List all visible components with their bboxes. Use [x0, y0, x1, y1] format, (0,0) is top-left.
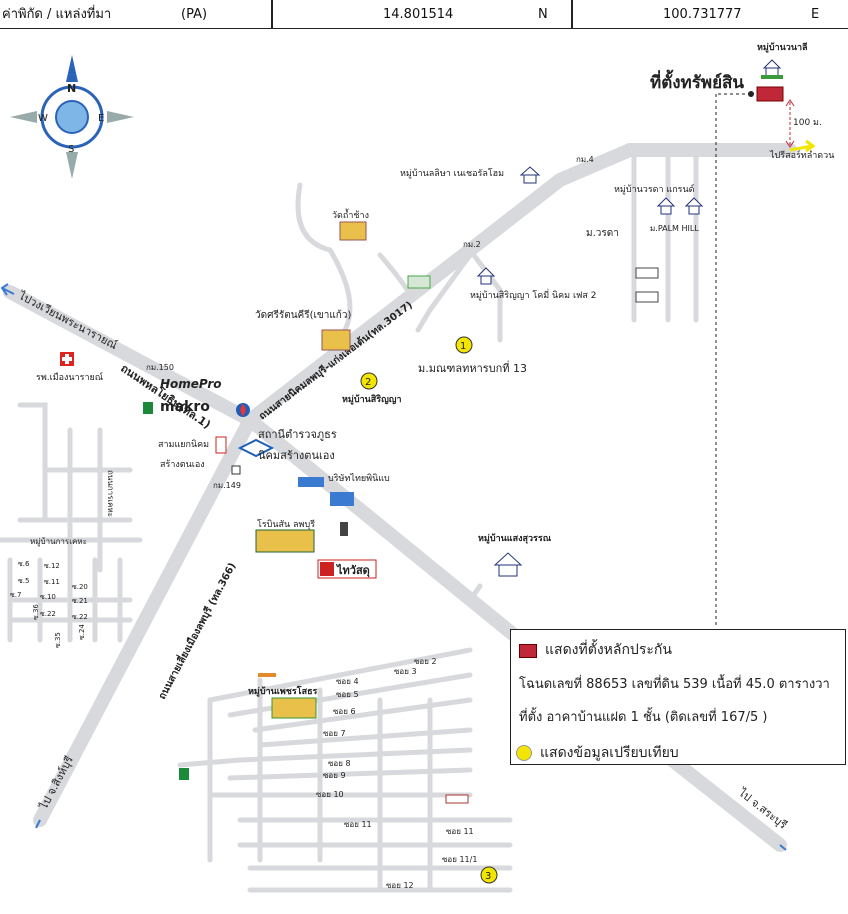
svg-text:หมู่บ้านสิริญญา โคมี่ นิคม เฟส: หมู่บ้านสิริญญา โคมี่ นิคม เฟส 2 [470, 288, 597, 301]
svg-text:ซ.12: ซ.12 [44, 562, 60, 570]
svg-text:ซ.22: ซ.22 [40, 610, 56, 618]
svg-text:ซ.11: ซ.11 [44, 578, 60, 586]
location-map: N S W E 100 ม. ที่ตั้งทรัพย์สิน หมู่บ้าน… [0, 42, 834, 893]
target-location: 100 ม. ที่ตั้งทรัพย์สิน หมู่บ้านวนาลี [650, 42, 822, 628]
svg-text:ซอย 4: ซอย 4 [336, 677, 359, 686]
svg-text:2: 2 [365, 377, 371, 388]
latitude-suffix: N [538, 7, 548, 22]
svg-text:บริษัทไทยพินิแบ: บริษัทไทยพินิแบ [328, 473, 390, 484]
svg-text:กม.4: กม.4 [576, 155, 594, 164]
svg-text:ซอย 9: ซอย 9 [323, 771, 346, 780]
legend-comparison: แสดงข้อมูลเปรียบเทียบ [516, 742, 679, 764]
svg-text:ซอย 11/1: ซอย 11/1 [442, 855, 477, 864]
svg-text:ซ.5: ซ.5 [18, 577, 29, 585]
svg-text:N: N [67, 82, 76, 95]
svg-text:หมู่บ้านสิริญญา: หมู่บ้านสิริญญา [342, 394, 402, 405]
svg-text:หมู่บ้านวนาลี: หมู่บ้านวนาลี [757, 42, 808, 53]
legend-deed-line: โฉนดเลขที่ 88653 เลขที่ดิน 539 เนื้อที่ … [519, 677, 830, 692]
svg-text:สถานีตำรวจภูธร: สถานีตำรวจภูธร [258, 428, 337, 441]
svg-text:ซอย 7: ซอย 7 [323, 729, 346, 738]
coordinate-label: ค่าพิกัด / แหล่งที่มา [2, 7, 112, 22]
svg-text:ซ.21: ซ.21 [72, 597, 88, 605]
svg-text:ซ.24: ซ.24 [78, 624, 86, 640]
svg-text:E: E [98, 113, 104, 124]
svg-text:ซอย 10: ซอย 10 [316, 790, 344, 799]
svg-text:ซอย 11: ซอย 11 [344, 820, 372, 829]
coordinate-source: (PA) [181, 7, 208, 22]
svg-text:ซอย 5: ซอย 5 [336, 690, 359, 699]
svg-text:ม.มณฑลทหารบกที่ 13: ม.มณฑลทหารบกที่ 13 [418, 360, 527, 375]
homepro-logo: HomePro [160, 377, 222, 391]
svg-text:S: S [68, 144, 74, 155]
svg-text:W: W [38, 113, 48, 124]
svg-text:หมู่บ้านวรดา แกรนด์: หมู่บ้านวรดา แกรนด์ [614, 183, 695, 195]
svg-text:100 ม.: 100 ม. [793, 118, 822, 128]
target-title: ที่ตั้งทรัพย์สิน [650, 69, 744, 93]
svg-text:กม.2: กม.2 [463, 240, 481, 249]
svg-text:ซอย 2: ซอย 2 [414, 657, 437, 666]
legend-collateral: แสดงที่ตั้งหลักประกัน [519, 639, 672, 661]
svg-text:สร้างตนเอง: สร้างตนเอง [160, 459, 205, 470]
svg-text:วัดถ้ำช้าง: วัดถ้ำช้าง [332, 208, 369, 221]
svg-text:ซอย 8: ซอย 8 [328, 759, 351, 768]
svg-text:ม.วรดา: ม.วรดา [586, 228, 619, 239]
svg-text:กม.150: กม.150 [146, 363, 174, 372]
svg-text:ซ.6: ซ.6 [18, 560, 30, 568]
target-marker [756, 86, 784, 102]
svg-text:ซ.10: ซ.10 [40, 593, 56, 601]
compass-icon: N S W E [10, 55, 134, 179]
coordinate-header: ค่าพิกัด / แหล่งที่มา (PA) 14.801514 N 1… [0, 0, 848, 29]
svg-text:ไปวงเวียนพระนารายณ์: ไปวงเวียนพระนารายณ์ [16, 289, 120, 352]
svg-text:กม.149: กม.149 [213, 481, 241, 490]
svg-text:ซ.22: ซ.22 [72, 613, 88, 621]
svg-text:ซอย 12: ซอย 12 [386, 881, 414, 890]
svg-text:หมู่บ้านเพชรโสธร: หมู่บ้านเพชรโสธร [248, 685, 318, 697]
longitude-suffix: E [811, 7, 820, 22]
minor-roads [0, 147, 699, 893]
comparison-swatch [516, 745, 532, 761]
svg-text:หมู่บ้านแสงสุวรรณ: หมู่บ้านแสงสุวรรณ [478, 533, 552, 544]
svg-text:ซอย 3: ซอย 3 [394, 667, 417, 676]
svg-text:ซอย 11: ซอย 11 [446, 827, 474, 836]
soi-labels: ซอย 2 ซอย 3 ซอย 4 ซอย 5 ซอย 6 ซอย 7 ซอย … [316, 657, 477, 890]
svg-text:3: 3 [485, 871, 491, 882]
thaiwatsadu-logo: ไทวัสดุ [335, 563, 370, 578]
makro-logo: makro [160, 399, 210, 415]
svg-text:ซ.35: ซ.35 [54, 632, 62, 648]
svg-text:ซอย 6: ซอย 6 [333, 707, 356, 716]
comparison-marker: 1 2 3 [360, 336, 498, 884]
svg-text:ถนนการเคหะ: ถนนการเคหะ [106, 470, 115, 517]
legend-location-line: ที่ตั้ง อาคาบ้านแฝด 1 ชั้น (ติดเลขที่ 16… [519, 710, 768, 725]
svg-text:หมู่บ้านการเคหะ: หมู่บ้านการเคหะ [30, 537, 87, 547]
longitude-value: 100.731777 [663, 7, 742, 22]
svg-text:โรบินสัน ลพบุรี: โรบินสัน ลพบุรี [257, 519, 315, 530]
svg-text:หมู่บ้านลลิษา เนเชอรัลโฮม: หมู่บ้านลลิษา เนเชอรัลโฮม [400, 168, 504, 179]
svg-text:สามแยกนิคม: สามแยกนิคม [158, 439, 209, 450]
svg-text:1: 1 [460, 341, 466, 352]
svg-text:นิคมสร้างตนเอง: นิคมสร้างตนเอง [258, 449, 335, 462]
collateral-swatch [519, 643, 537, 658]
svg-text:ซ.7: ซ.7 [10, 591, 21, 599]
map-legend: แสดงที่ตั้งหลักประกัน โฉนดเลขที่ 88653 เ… [510, 629, 846, 765]
svg-text:ม.PALM HILL: ม.PALM HILL [650, 224, 699, 233]
svg-text:ซ.20: ซ.20 [72, 583, 88, 591]
svg-text:ไปรีสอร์ทลำดวน: ไปรีสอร์ทลำดวน [769, 149, 834, 161]
svg-text:ซ.36: ซ.36 [32, 604, 40, 620]
latitude-value: 14.801514 [383, 7, 454, 22]
svg-text:วัดศรีรัตนคีรี(เขาแก้ว): วัดศรีรัตนคีรี(เขาแก้ว) [255, 309, 351, 321]
hospital-icon [60, 352, 74, 366]
svg-text:รพ.เมืองนารายณ์: รพ.เมืองนารายณ์ [36, 371, 103, 383]
village-icon [476, 166, 704, 577]
